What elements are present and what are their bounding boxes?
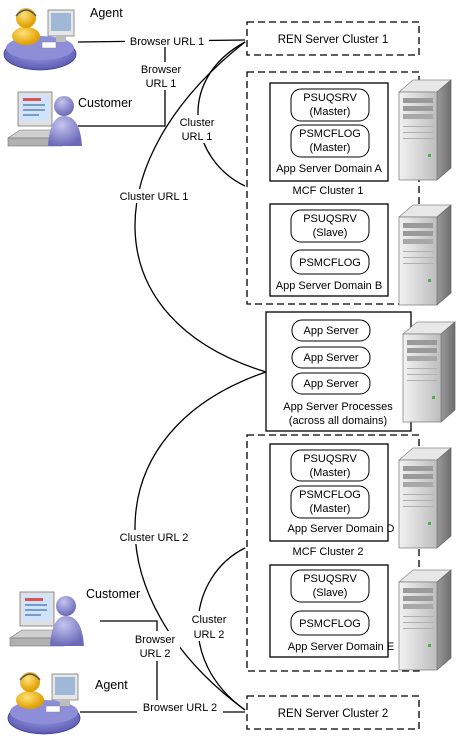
browser-url-1-label-group: Browser URL 1 [125,34,209,48]
customer-browser-line-2 [100,620,158,710]
agent-bottom-label: Agent [95,678,128,692]
agent-top-label: Agent [90,6,123,20]
server-tower-icon [402,321,456,423]
browser-url-1-label: Browser URL 1 [130,36,204,48]
cluster-label: Cluster [180,117,215,129]
cluster-url-2-stack-group: Cluster URL 2 [187,611,231,641]
pill-label: PSUQSRV [303,92,357,104]
psuqsrv-pill [290,449,370,482]
server-tower-icon [398,79,452,181]
mcf-cluster-2-box [246,434,420,672]
pill-label: PSUQSRV [303,213,357,225]
browser-url-2-stack-group: Browser URL 2 [130,631,180,661]
agent-headset-icon [3,8,77,71]
psmcflog-pill [290,249,370,275]
browser-label: Browser [141,64,182,76]
mcf-cluster-1-label: MCF Cluster 1 [293,185,364,197]
app-server-processes: App Server App Server App Server App Ser… [265,311,412,432]
psmcflog-pill [290,610,370,636]
psuqsrv-pill [290,569,370,603]
server-tower-icon [398,569,452,671]
cluster-url-1-long-arc [134,41,267,373]
cluster-label: Cluster [192,614,227,626]
browser-label: Browser [135,634,176,646]
app-server-label: App Server [303,325,358,337]
customer-bottom-label: Customer [86,587,140,601]
psuqsrv-pill [290,88,370,122]
domain-label: App Server Domain D [288,523,395,535]
ren-cluster-1-label: REN Server Cluster 1 [278,34,389,46]
pill-sublabel: (Master) [310,467,351,479]
app-server-pill [291,372,371,395]
customer-computer-icon [7,91,82,147]
cluster-url-1-label: Cluster URL 1 [120,191,189,203]
ren-cluster-2-box [246,695,420,730]
app-server-domain-b: PSUQSRV (Slave) PSMCFLOG App Server Doma… [269,203,389,297]
cluster-url-1-label-group: Cluster URL 1 [113,189,195,203]
pill-label: PSMCFLOG [299,257,361,269]
url-label: URL 2 [194,629,225,641]
pill-label: PSMCFLOG [299,489,361,501]
url-label: URL 1 [182,131,213,143]
customer-computer-icon [9,591,84,647]
agent-headset-icon [7,672,81,735]
mcf-cluster-1-box [246,71,420,305]
pill-sublabel: (Slave) [313,587,348,599]
server-tower-icon [398,447,452,549]
psuqsrv-pill [290,209,370,243]
cluster-url-1-arc [197,41,246,187]
browser-url-2-label: Browser URL 2 [143,702,217,714]
app-server-pill [291,346,371,369]
pill-label: PSUQSRV [303,573,357,585]
app-server-domain-d: PSUQSRV (Master) PSMCFLOG (Master) App S… [269,443,395,542]
pill-label: PSMCFLOG [299,128,361,140]
cluster-url-2-label: Cluster URL 2 [120,532,189,544]
cluster-url-2-label-group: Cluster URL 2 [113,530,195,544]
processes-caption: (across all domains) [289,415,387,427]
url-label: URL 1 [146,78,177,90]
app-server-domain-a: PSUQSRV (Master) PSMCFLOG (Master) App S… [269,82,389,182]
browser-url-1-stack-group: Browser URL 1 [138,62,186,90]
domain-label: App Server Domain B [276,280,382,292]
mcf-cluster-2-label: MCF Cluster 2 [293,546,364,558]
server-tower-icon [398,204,452,306]
domain-label: App Server Domain E [288,641,394,653]
pill-sublabel: (Master) [310,142,351,154]
psmcflog-pill [290,124,370,158]
customer-top-label: Customer [78,96,132,110]
processes-caption: App Server Processes [283,401,393,413]
ren-cluster-1-box [246,21,420,56]
app-server-pill [291,319,371,342]
url-label: URL 2 [140,648,171,660]
cluster-url-2-long-arc [134,371,267,711]
cluster-url-1-stack-group: Cluster URL 1 [175,115,219,143]
pill-sublabel: (Master) [310,106,351,118]
psmcflog-pill [290,485,370,519]
pill-sublabel: (Slave) [313,227,348,239]
pill-label: PSMCFLOG [299,618,361,630]
app-server-domain-e: PSUQSRV (Slave) PSMCFLOG App Server Doma… [269,564,394,658]
app-server-label: App Server [303,378,358,390]
domain-label: App Server Domain A [276,163,382,175]
browser-url-2-label-group: Browser URL 2 [137,700,223,714]
ren-cluster-2-label: REN Server Cluster 2 [278,708,389,720]
app-server-label: App Server [303,352,358,364]
pill-label: PSUQSRV [303,453,357,465]
pill-sublabel: (Master) [310,503,351,515]
